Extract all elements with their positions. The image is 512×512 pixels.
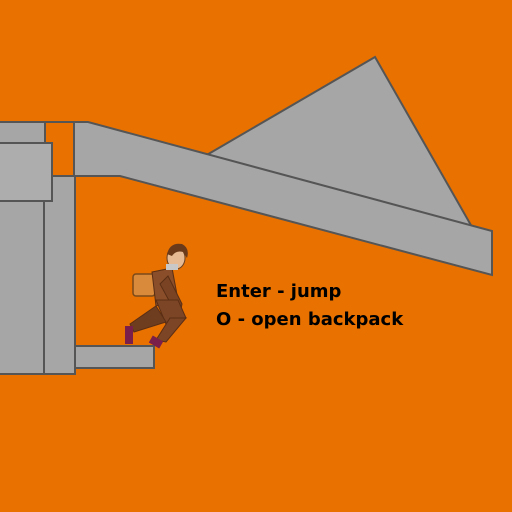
pillar [43, 175, 76, 375]
sloping-beam [44, 121, 493, 277]
player-character [125, 243, 188, 349]
backpack-hint: O - open backpack [216, 309, 404, 330]
ledge [74, 345, 155, 369]
jump-hint: Enter - jump [216, 281, 342, 302]
backpack-icon [132, 273, 156, 297]
controls-hint: Enter - jump O - open backpack [216, 278, 403, 334]
side-box [0, 142, 53, 202]
